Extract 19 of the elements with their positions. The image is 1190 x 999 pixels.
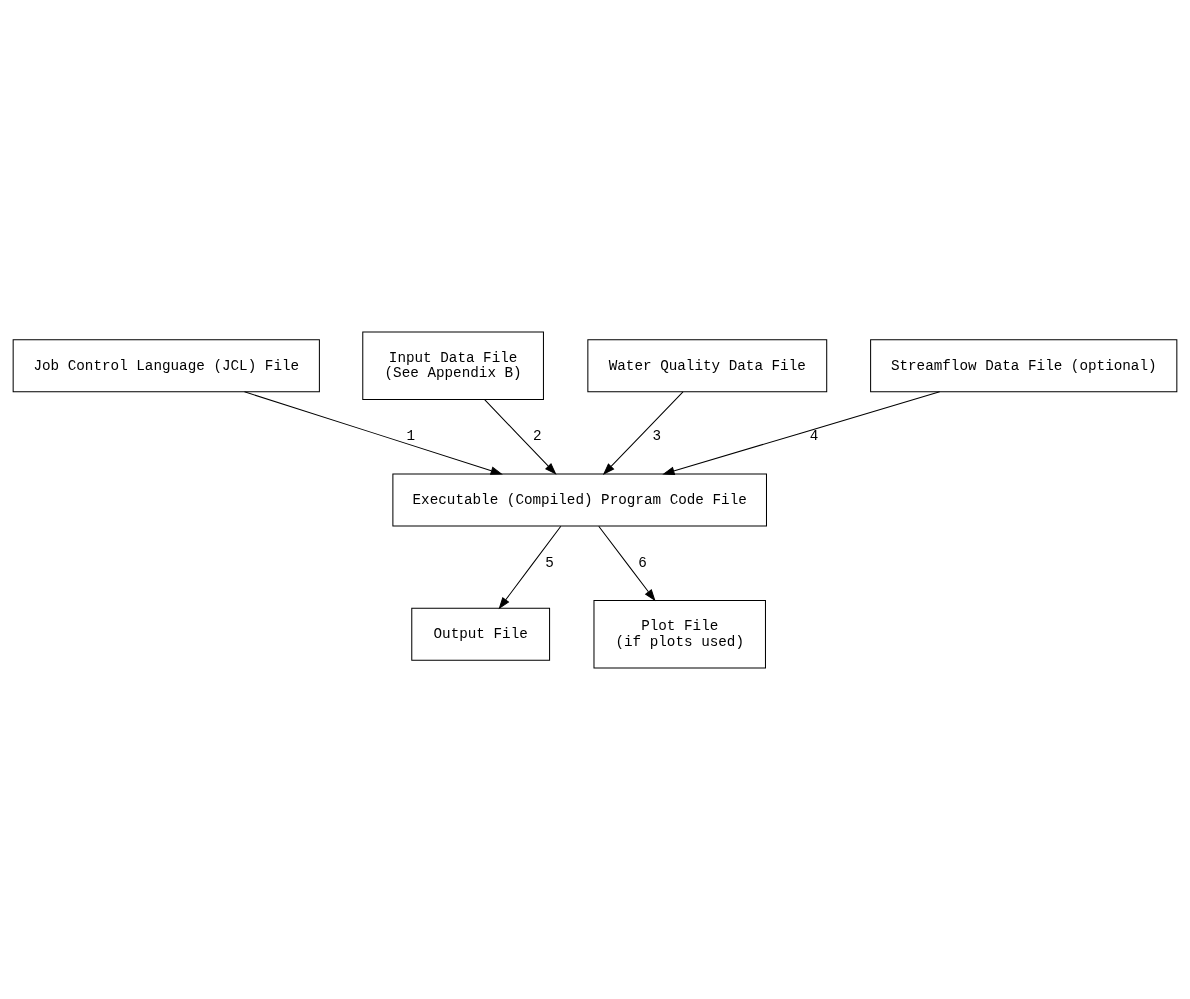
edge-label: 6 — [638, 554, 647, 571]
node-box: Plot File (if plots used) — [593, 599, 766, 668]
node-box: Job Control Language (JCL) File — [12, 338, 320, 392]
arrow — [598, 525, 656, 601]
node-box: Streamflow Data File (optional) — [870, 338, 1178, 392]
edge-label: 3 — [652, 427, 662, 444]
arrow — [602, 390, 684, 475]
edge-label: 2 — [533, 427, 542, 444]
edge-label: 4 — [809, 427, 819, 444]
arrow — [498, 525, 562, 609]
edge-label: 1 — [406, 427, 416, 444]
node-box: Executable (Compiled) Program Code File — [392, 472, 767, 527]
node-box: Input Data File (See Appendix B) — [362, 331, 544, 400]
arrow — [662, 390, 941, 475]
node-box: Water Quality Data File — [587, 338, 828, 392]
edge-label: 5 — [545, 554, 554, 571]
node-box: Output File — [411, 607, 551, 661]
arrow — [483, 398, 557, 475]
arrow — [244, 390, 503, 475]
